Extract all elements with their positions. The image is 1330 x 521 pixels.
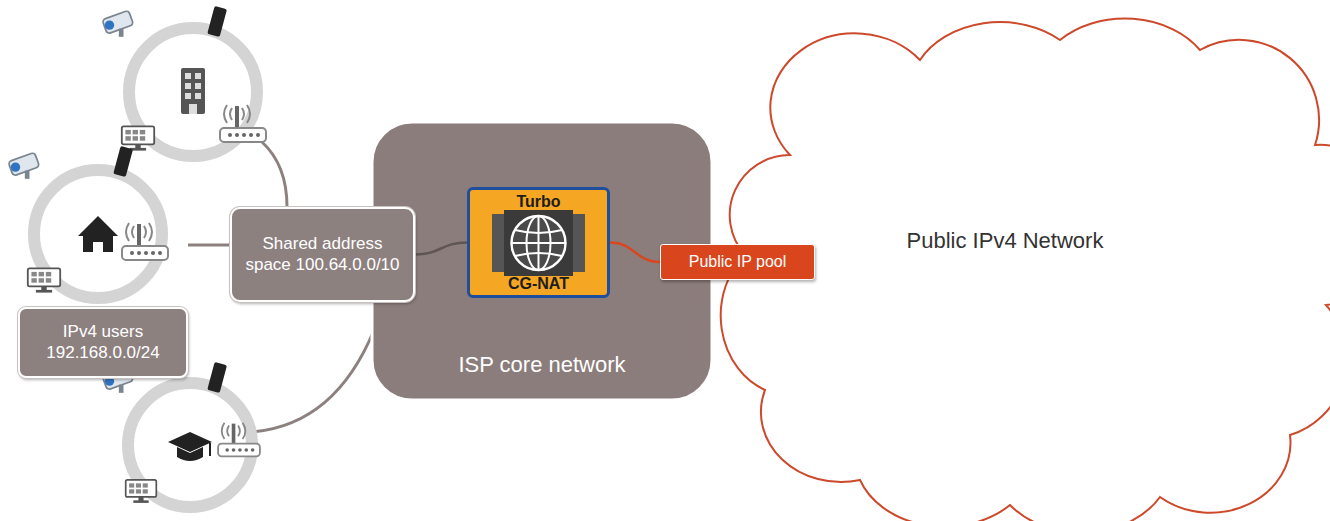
client-school xyxy=(102,362,260,507)
ip-pool-box: Public IP pool xyxy=(660,244,815,280)
connector xyxy=(415,243,467,255)
cloud-node: Public IPv4 Network xyxy=(730,5,1330,517)
wire xyxy=(262,142,287,207)
shared-address-box: Shared address space 100.64.0.0/10 xyxy=(230,207,415,302)
node-label: IPv4 users 192.168.0.0/24 xyxy=(28,322,178,363)
cgnat-box: TurboCG-NAT xyxy=(467,187,610,298)
node-label: Public IPv4 Network xyxy=(907,228,1104,254)
wire xyxy=(188,244,230,247)
node-label: Turbo xyxy=(516,192,560,211)
cloud-outline xyxy=(730,5,1330,517)
connector xyxy=(610,243,660,263)
client-apartment xyxy=(102,6,266,156)
wire xyxy=(252,330,374,432)
node-label: ISP core network xyxy=(458,352,625,378)
node-label: CG-NAT xyxy=(508,274,569,293)
node-label: Shared address space 100.64.0.0/10 xyxy=(240,234,405,275)
node-label: Public IP pool xyxy=(689,252,787,271)
subnet-box: IPv4 users 192.168.0.0/24 xyxy=(18,307,188,378)
client-home xyxy=(8,146,168,298)
